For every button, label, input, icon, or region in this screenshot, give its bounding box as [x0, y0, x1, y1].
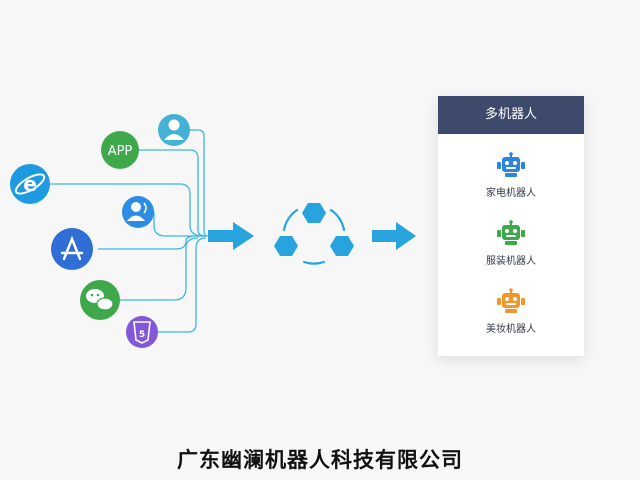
connector-appstore	[98, 235, 206, 250]
wechat-icon[interactable]	[80, 280, 120, 320]
robot-icon	[497, 220, 525, 245]
app-badge[interactable]: APP	[101, 131, 139, 169]
robot-item-appliance[interactable]: 家电机器人	[438, 152, 584, 199]
arrow-right-icon	[372, 222, 416, 250]
html5-icon[interactable]: 5	[126, 316, 158, 348]
robot-item-beauty[interactable]: 美妆机器人	[438, 288, 584, 335]
connector-user	[190, 129, 209, 237]
robot-label: 服装机器人	[486, 256, 536, 267]
svg-text:5: 5	[139, 330, 145, 340]
svg-text:e: e	[23, 172, 37, 196]
contact-icon[interactable]	[122, 196, 154, 228]
arrow-right-icon	[208, 222, 254, 250]
company-name: 广东幽澜机器人科技有限公司	[177, 448, 463, 472]
connector-contact	[153, 212, 206, 237]
robot-icon	[497, 288, 525, 313]
connector-html5	[158, 237, 207, 333]
robot-panel: 多机器人 家电机器人 服装机器人	[438, 96, 584, 356]
robot-icon	[497, 152, 525, 177]
user-icon[interactable]	[158, 114, 190, 146]
hexagon-cluster-icon	[274, 203, 354, 265]
app-badge-label: APP	[108, 144, 133, 159]
connector-ie	[48, 183, 205, 237]
robot-item-clothing[interactable]: 服装机器人	[438, 220, 584, 267]
connector-wechat	[120, 237, 199, 301]
panel-title: 多机器人	[438, 96, 584, 134]
ie-browser-icon[interactable]: e	[10, 164, 50, 204]
robot-label: 美妆机器人	[486, 324, 536, 335]
robot-label: 家电机器人	[486, 188, 536, 199]
app-store-icon[interactable]	[51, 228, 93, 270]
